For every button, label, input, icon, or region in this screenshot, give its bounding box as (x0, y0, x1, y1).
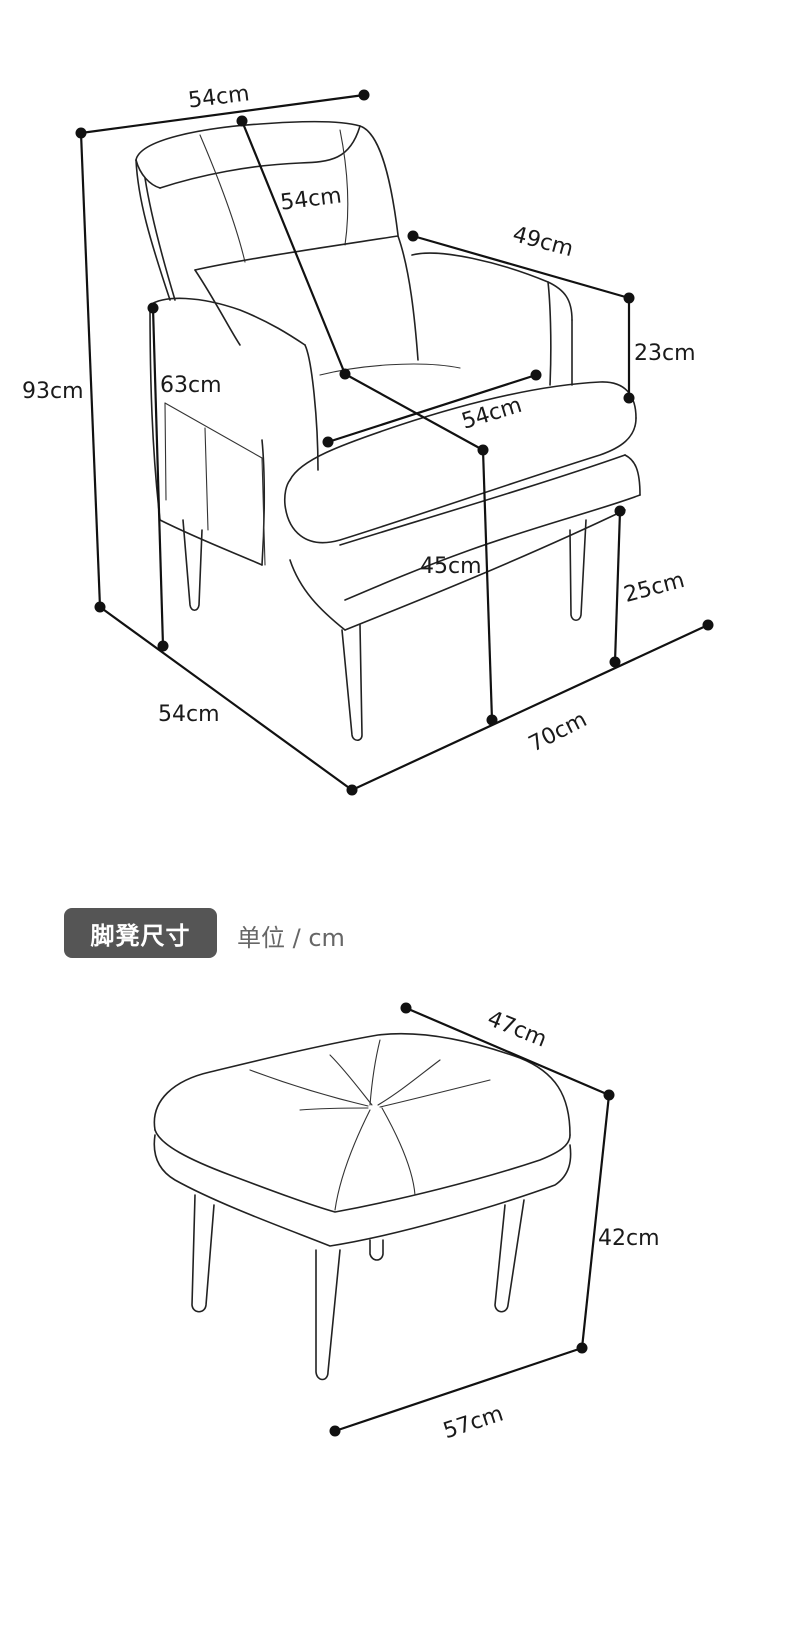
ottoman-labels: 47cm 42cm 57cm (440, 1006, 659, 1444)
label-base-height: 25cm (621, 568, 687, 608)
label-ottoman-height: 42cm (598, 1226, 660, 1251)
label-arm-height: 23cm (634, 341, 696, 366)
unit-label: 单位 / cm (237, 924, 345, 952)
label-seat-height: 45cm (420, 554, 482, 579)
ottoman-section-title: 脚凳尺寸 (64, 908, 217, 958)
ottoman-drawing (153, 1032, 572, 1381)
armchair-labels: 54cm 54cm 49cm 23cm 93cm 63cm 54cm 45cm … (22, 81, 696, 757)
label-ottoman-width: 57cm (440, 1401, 506, 1444)
label-total-height: 93cm (22, 379, 84, 404)
label-arm-floor-height: 63cm (160, 373, 222, 398)
label-arm-length: 49cm (510, 222, 576, 262)
label-base-depth: 70cm (525, 707, 591, 757)
armchair-dimension-lines (75, 89, 714, 796)
ottoman-dimension-lines (329, 1002, 615, 1437)
armchair-drawing (135, 120, 641, 742)
label-top-width: 54cm (187, 81, 251, 113)
label-back-depth: 54cm (279, 183, 343, 215)
label-base-width: 54cm (158, 702, 220, 727)
